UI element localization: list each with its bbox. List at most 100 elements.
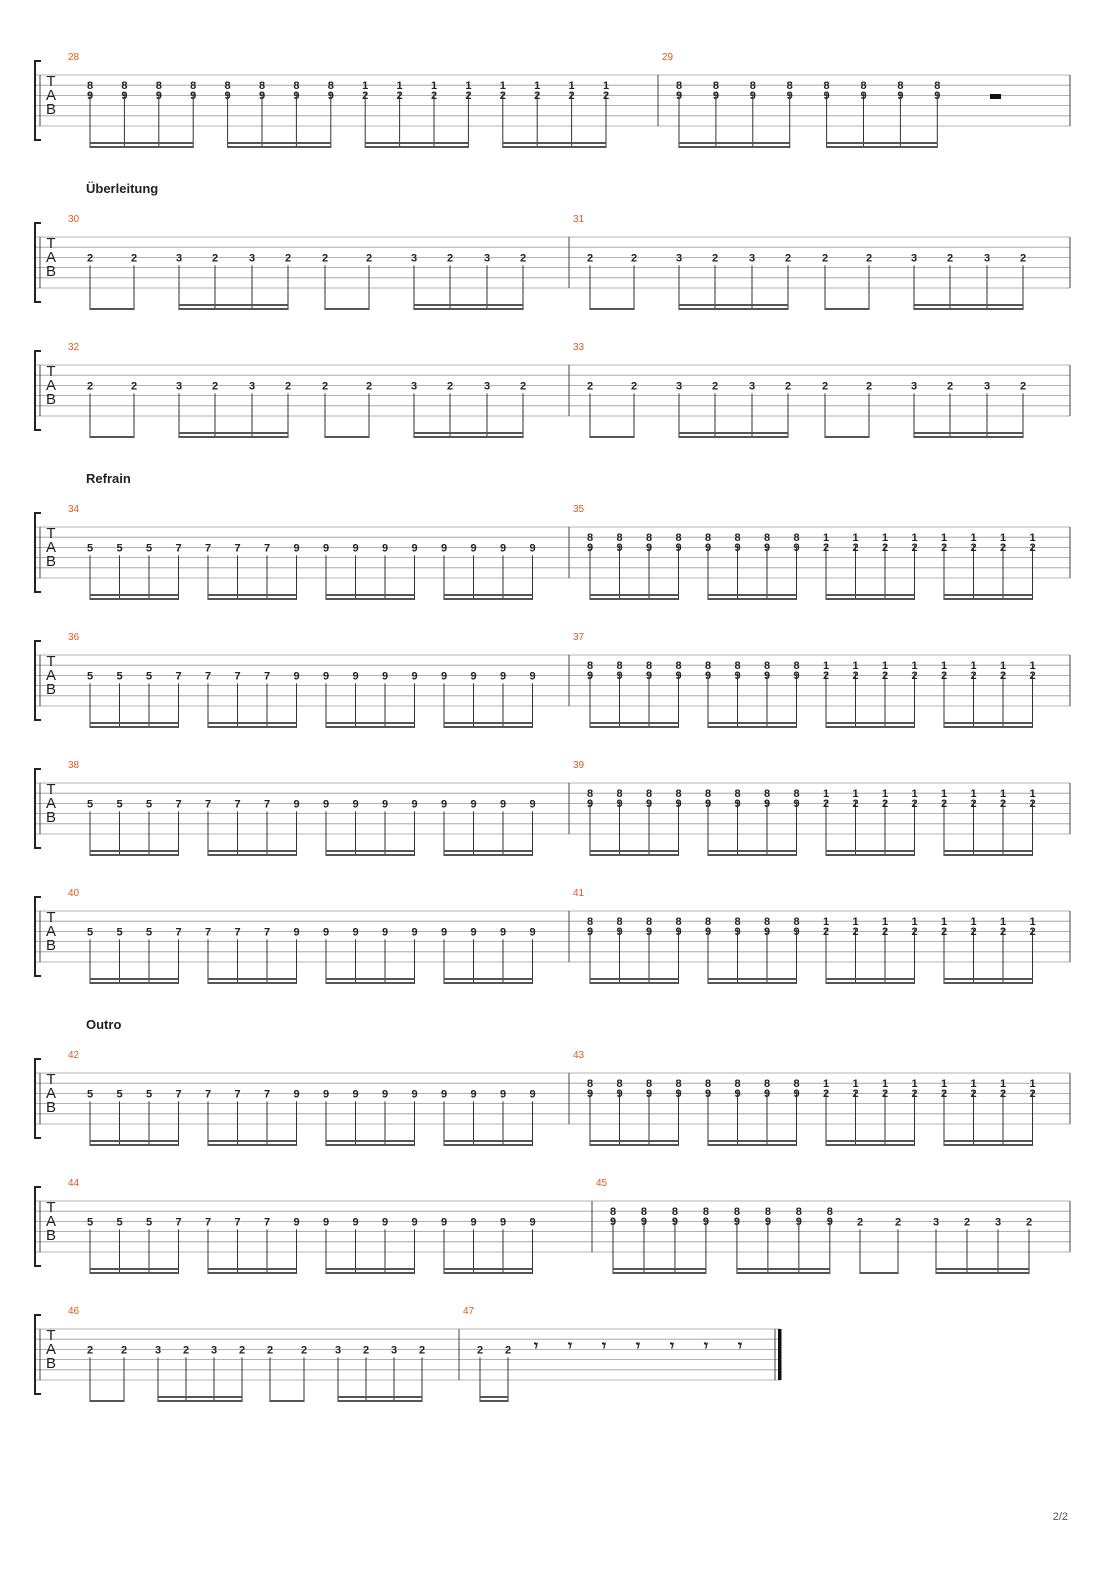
final-thick-barline	[778, 1329, 782, 1380]
fret-number: 2	[285, 380, 291, 392]
fret-number: 8	[750, 80, 756, 92]
beam-secondary	[444, 594, 533, 596]
fret-number: 9	[382, 542, 388, 554]
beam-secondary	[365, 142, 469, 144]
tab-note: 9	[470, 926, 476, 938]
fret-number: 9	[529, 1088, 535, 1100]
bar-number: 36	[68, 632, 80, 643]
fret-number: 7	[234, 670, 240, 682]
fret-number: 2	[857, 1216, 863, 1228]
fret-number: 1	[941, 660, 947, 672]
fret-number: 2	[712, 380, 718, 392]
fret-number: 8	[765, 1206, 771, 1218]
tab-note: 9	[382, 926, 388, 938]
fret-number: 1	[534, 80, 540, 92]
beam-secondary	[708, 850, 797, 852]
fret-number: 9	[293, 1216, 299, 1228]
beam-secondary	[90, 722, 179, 724]
fret-number: 1	[823, 532, 829, 544]
tab-note: 2	[366, 252, 372, 264]
tab-note: 9	[529, 1216, 535, 1228]
fret-number: 9	[411, 542, 417, 554]
beam-secondary	[326, 850, 415, 852]
fret-number: 2	[1020, 252, 1026, 264]
fret-number: 1	[882, 660, 888, 672]
tab-note: 9	[500, 542, 506, 554]
fret-number: 2	[121, 1344, 127, 1356]
beam	[502, 146, 606, 148]
fret-number: 7	[175, 1088, 181, 1100]
tab-note: 9	[441, 542, 447, 554]
fret-number: 8	[587, 916, 593, 928]
tab-note: 2	[87, 380, 93, 392]
beam	[590, 436, 634, 438]
tab-note: 5	[116, 1088, 122, 1100]
fret-number: 1	[970, 788, 976, 800]
beam	[590, 982, 679, 984]
beam	[90, 982, 179, 984]
tab-note: 2	[131, 380, 137, 392]
fret-number: 1	[852, 660, 858, 672]
fret-number: 3	[676, 380, 682, 392]
tab-note: 7	[234, 670, 240, 682]
fret-number: 1	[465, 80, 471, 92]
fret-number: 2	[212, 380, 218, 392]
tab-note: 9	[411, 926, 417, 938]
beam-secondary	[826, 1140, 915, 1142]
tab-note: 9	[441, 1216, 447, 1228]
tab-note: 2	[183, 1344, 189, 1356]
bar-number: 47	[463, 1306, 475, 1317]
beam	[613, 1272, 706, 1274]
fret-number: 9	[382, 670, 388, 682]
beam-secondary	[613, 1268, 706, 1270]
fret-number: 9	[411, 1216, 417, 1228]
eighth-rest: 𝄾	[601, 1336, 607, 1355]
tab-note: 5	[146, 926, 152, 938]
fret-number: 8	[897, 80, 903, 92]
tab-clef-letter: A	[46, 1085, 56, 1102]
tab-note: 5	[116, 1216, 122, 1228]
tab-note: 3	[749, 380, 755, 392]
fret-number: 2	[587, 252, 593, 264]
system-bracket	[34, 896, 41, 977]
tab-note: 3	[484, 380, 490, 392]
tab-note: 5	[146, 1216, 152, 1228]
fret-number: 9	[382, 926, 388, 938]
beam-secondary	[944, 722, 1033, 724]
beam	[944, 982, 1033, 984]
beam-secondary	[444, 850, 533, 852]
tab-clef-letter: B	[46, 1355, 56, 1372]
bar-number: 37	[573, 632, 585, 643]
beam-secondary	[590, 1140, 679, 1142]
system-bracket	[34, 1058, 41, 1139]
fret-number: 7	[264, 926, 270, 938]
fret-number: 9	[500, 670, 506, 682]
beam	[208, 1272, 297, 1274]
fret-number: 2	[477, 1344, 483, 1356]
eighth-rest: 𝄾	[533, 1336, 539, 1355]
fret-number: 8	[156, 80, 162, 92]
fret-number: 9	[382, 1216, 388, 1228]
section-label: Refrain	[86, 471, 131, 486]
tab-note: 7	[175, 798, 181, 810]
tab-system: RefrainTAB345557777999999999358989898989…	[34, 471, 1071, 600]
tab-note: 9	[470, 798, 476, 810]
beam-secondary	[208, 722, 297, 724]
fret-number: 9	[293, 542, 299, 554]
fret-number: 8	[796, 1206, 802, 1218]
fret-number: 8	[587, 660, 593, 672]
tab-system: TAB4455577779999999994589898989898989892…	[34, 1178, 1071, 1274]
fret-number: 7	[205, 670, 211, 682]
fret-number: 5	[116, 1088, 122, 1100]
eighth-rest: 𝄾	[669, 1336, 675, 1355]
fret-number: 2	[785, 252, 791, 264]
tab-note: 3	[984, 252, 990, 264]
tab-clef-letter: T	[46, 363, 55, 380]
beam-secondary	[208, 594, 297, 596]
fret-number: 2	[947, 380, 953, 392]
bar-number: 35	[573, 504, 585, 515]
tab-note: 7	[175, 926, 181, 938]
fret-number: 1	[970, 532, 976, 544]
beam-secondary	[179, 432, 288, 434]
